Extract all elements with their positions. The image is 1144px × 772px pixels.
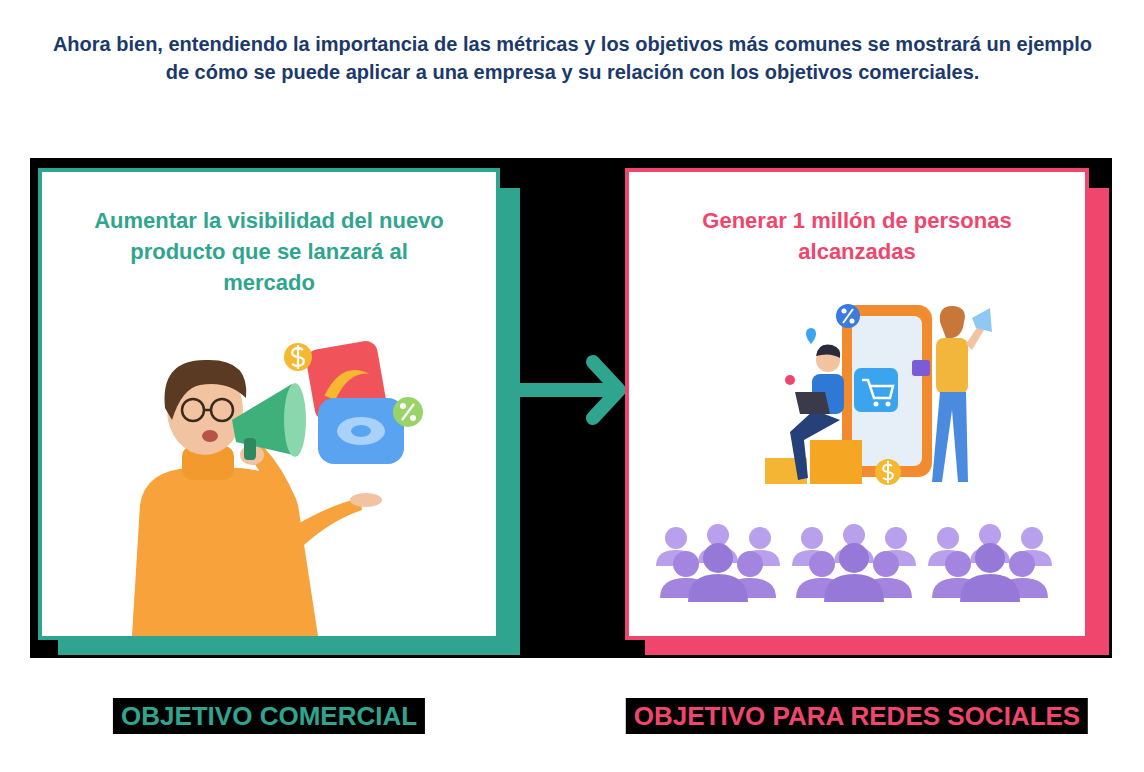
objective-box: Generar 1 millón de personas alcanzadasO… [625,168,1089,640]
backdrop [30,158,1112,658]
objective-text: Generar 1 millón de personas alcanzadas [677,205,1037,267]
promo-icons [284,339,423,464]
objective-box: Aumentar la visibilidad del nuevo produc… [38,168,500,640]
phone-scene [765,304,992,485]
objective-heading: OBJETIVO PARA REDES SOCIALES [626,698,1088,734]
arrow-line [500,383,619,397]
audience-icons [656,524,1052,602]
arrow-head [593,362,619,418]
arrow-connector [500,362,619,418]
box-fill [38,168,500,640]
objective-text: Aumentar la visibilidad del nuevo produc… [89,205,449,298]
page-title: Ahora bien, entendiendo la importancia d… [45,30,1100,86]
objective-heading: OBJETIVO COMERCIAL [113,698,425,734]
box-fill [625,168,1089,640]
megaphone [232,383,306,460]
